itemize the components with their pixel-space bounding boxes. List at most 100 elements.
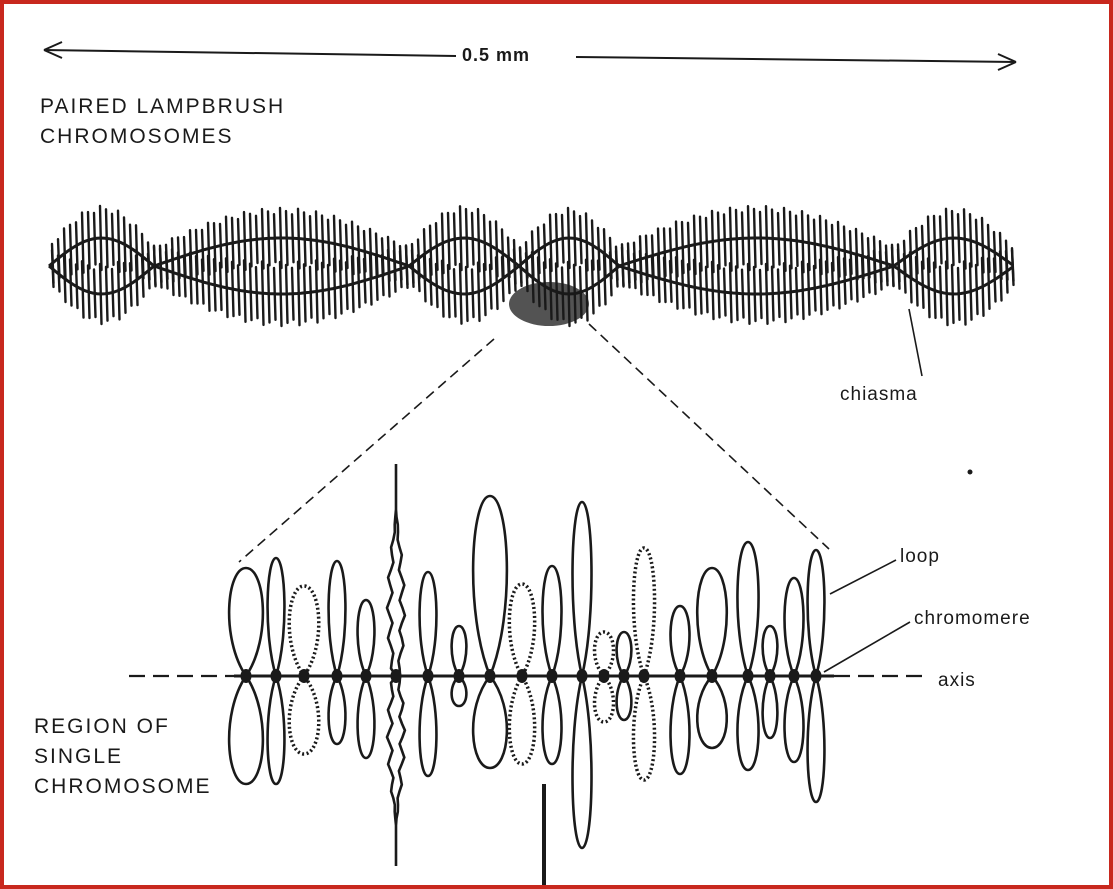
- lateral-loop-bristle: [838, 222, 840, 277]
- lateral-loop-bristle: [184, 256, 186, 297]
- lateral-loop-bristle: [52, 244, 54, 283]
- chromomere: [485, 669, 496, 683]
- lateral-loop-bristle: [322, 216, 324, 268]
- lateral-loop: [329, 676, 346, 744]
- lateral-loop-bristle: [772, 267, 774, 321]
- scale-bar-label: 0.5 mm: [458, 40, 534, 70]
- lateral-loop-bristle: [256, 216, 258, 263]
- lateral-loop-bristle: [454, 269, 456, 316]
- lateral-loop: [633, 548, 654, 676]
- lateral-loop-bristle: [724, 215, 726, 266]
- lateral-loop-bristle: [142, 234, 144, 279]
- lateral-loop-bristle: [994, 259, 996, 302]
- lateral-loop-bristle: [856, 229, 858, 279]
- lateral-loop-bristle: [268, 212, 270, 266]
- lateral-loop-bristle: [814, 220, 816, 268]
- lateral-loop-bristle: [388, 250, 390, 297]
- lateral-loop-bristle: [742, 213, 744, 265]
- lateral-loop-bristle: [1012, 250, 1014, 285]
- lateral-loop-bristle: [958, 214, 960, 262]
- lateral-loop-bristle: [640, 236, 642, 282]
- lateral-loop-bristle: [712, 211, 714, 272]
- scale-bar-line: [576, 57, 1016, 62]
- lateral-loop-bristle: [736, 210, 738, 268]
- lateral-loop-bristle: [736, 267, 738, 321]
- lateral-loop-bristle: [268, 265, 270, 323]
- lateral-loop-bristle: [676, 222, 678, 277]
- lateral-loop-bristle: [364, 259, 366, 303]
- lateral-loop-bristle: [298, 262, 300, 326]
- lateral-loop-bristle: [328, 265, 330, 314]
- lateral-loop-bristle: [316, 261, 318, 323]
- lateral-loop-bristle: [244, 260, 246, 322]
- lateral-loop-bristle: [934, 263, 936, 318]
- lateral-loop-bristle: [520, 248, 522, 286]
- lateral-loop-bristle: [88, 212, 90, 268]
- lateral-loop-bristle: [934, 216, 936, 268]
- lateral-loop-bristle: [742, 270, 744, 318]
- lateral-loop-bristle: [862, 234, 864, 279]
- lateral-loop-bristle: [946, 209, 948, 269]
- loop-label: loop: [900, 542, 940, 572]
- lateral-loop-bristle: [610, 252, 612, 295]
- lateral-loop-bristle: [208, 256, 210, 311]
- lateral-loop-bristle: [232, 262, 234, 316]
- chromomere: [547, 669, 558, 683]
- lateral-loop-bristle: [928, 258, 930, 317]
- lateral-loop-bristle: [622, 244, 624, 285]
- lateral-loop-bristle: [442, 214, 444, 274]
- chromomere: [811, 669, 822, 683]
- lateral-loop-bristle: [766, 264, 768, 324]
- lateral-loop-bristle: [196, 256, 198, 304]
- chromomere: [517, 669, 528, 683]
- lateral-loop-bristle: [556, 214, 558, 266]
- label-pointers: [824, 560, 910, 672]
- lateral-loop-bristle: [1000, 252, 1002, 301]
- lateral-loop-bristle: [112, 269, 114, 316]
- lateral-loop-bristle: [256, 267, 258, 318]
- chromomere: [619, 669, 630, 683]
- lateral-loop: [573, 502, 592, 676]
- lateral-loop-bristle: [466, 267, 468, 321]
- lateral-loop-bristle: [526, 253, 528, 291]
- lateral-loop-bristle: [634, 243, 636, 280]
- lateral-loop-bristle: [460, 264, 462, 324]
- lateral-loop-bristle: [130, 225, 132, 271]
- lateral-loop-bristle: [100, 264, 102, 324]
- lateral-loop-bristle: [112, 214, 114, 265]
- lateral-loop-bristle: [262, 262, 264, 325]
- lateral-loop: [509, 584, 534, 676]
- lateral-loop-bristle: [940, 267, 942, 318]
- lateral-loop-bristle: [946, 262, 948, 326]
- chromomere: [361, 669, 372, 683]
- lateral-loop-bristle: [328, 220, 330, 265]
- chromomere-pointer: [824, 622, 910, 672]
- lateral-loop-bristle: [484, 264, 486, 315]
- chromomere: [639, 669, 650, 683]
- lateral-loop: [229, 568, 263, 676]
- paired-chromosomes-title: PAIRED LAMPBRUSH CHROMOSOMES: [40, 92, 285, 152]
- lateral-loop-bristle: [64, 229, 66, 280]
- lateral-loop-bristle: [334, 259, 336, 318]
- lateral-loop-bristle: [802, 211, 804, 272]
- lateral-loop-bristle: [412, 244, 414, 283]
- lateral-loop-bristle: [910, 252, 912, 302]
- lateral-loop-bristle: [478, 209, 480, 271]
- lateral-loop-bristle: [850, 231, 852, 274]
- lateral-loop-bristle: [430, 226, 432, 275]
- lateral-loop-bristle: [688, 223, 690, 270]
- lateral-loop-bristle: [286, 265, 288, 323]
- lateral-loop-bristle: [358, 258, 360, 308]
- lateral-loop-bristle: [922, 262, 924, 308]
- lateral-loop: [763, 626, 778, 676]
- lateral-loop-bristle: [832, 225, 834, 271]
- chromomere: [423, 669, 434, 683]
- chromomere: [299, 669, 310, 683]
- lateral-loop-bristle: [154, 246, 156, 287]
- lateral-loop-bristle: [508, 238, 510, 278]
- lateral-loop-bristle: [214, 259, 216, 310]
- lateral-loop-bristle: [706, 218, 708, 267]
- lateral-loop-bristle: [664, 229, 666, 277]
- lateral-loop-bristle: [76, 265, 78, 309]
- lateral-loop-bristle: [766, 206, 768, 270]
